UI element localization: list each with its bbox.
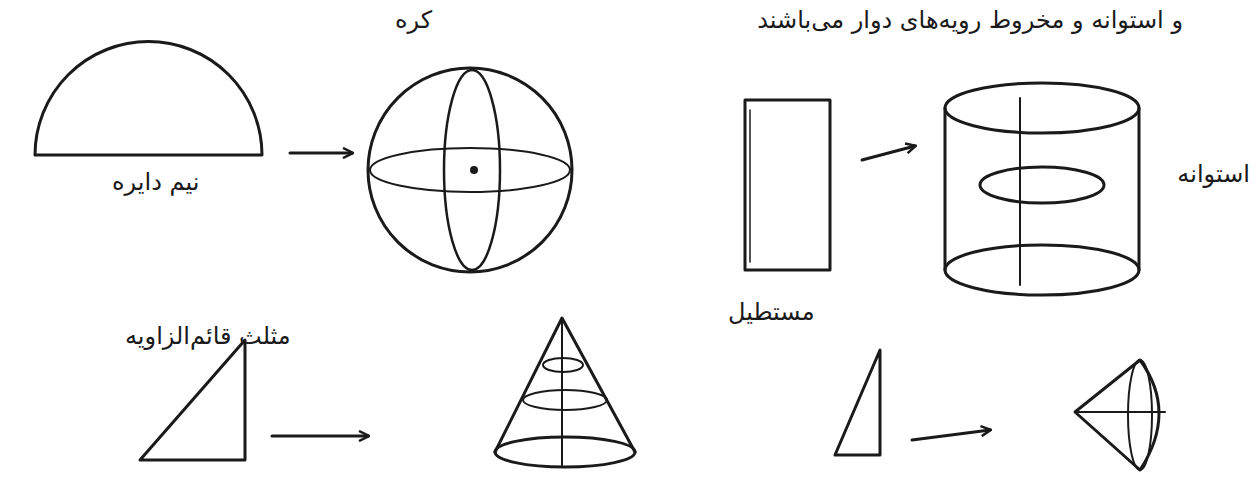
shape-label: نیم دایره <box>112 168 199 197</box>
shape-label: مستطیل <box>728 298 815 327</box>
shape-label: مثلث قائم‌الزاویه <box>125 322 291 351</box>
right-triangle <box>140 340 245 460</box>
cylinder <box>945 83 1139 295</box>
note-text: و استوانه و مخروط رویه‌های دوار می‌باشند <box>757 6 1183 35</box>
arrow <box>272 435 368 438</box>
arrow <box>290 152 352 155</box>
right-triangle <box>835 350 880 455</box>
semicircle <box>35 42 262 155</box>
cone <box>1075 360 1165 470</box>
sphere <box>368 68 572 272</box>
rectangle <box>745 100 830 270</box>
arrow <box>862 146 915 160</box>
shape-label: کره <box>395 6 432 35</box>
cone <box>495 318 635 467</box>
shape-label: استوانه <box>1177 160 1250 189</box>
arrow <box>912 430 990 440</box>
